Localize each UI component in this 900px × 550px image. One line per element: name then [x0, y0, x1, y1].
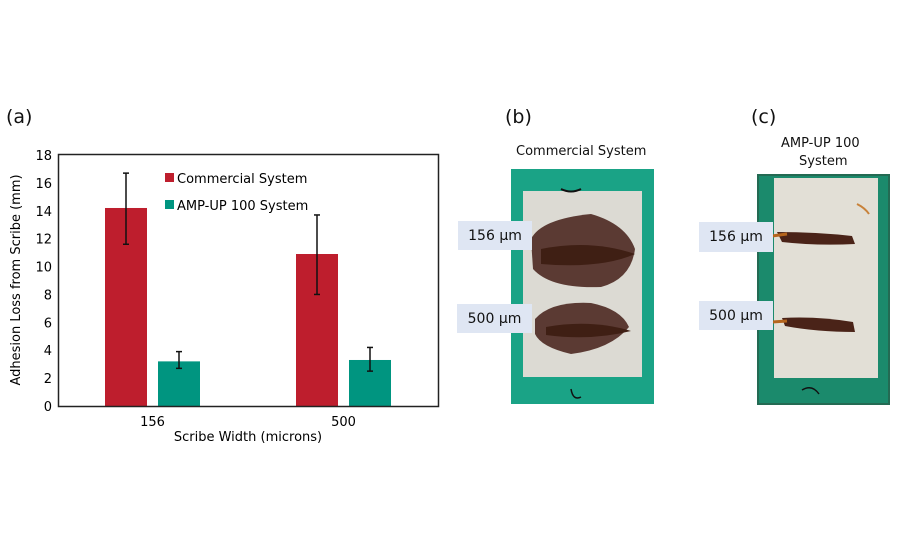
- y-axis-label: Adhesion Loss from Scribe (mm): [9, 174, 24, 385]
- legend-swatch-commercial: [165, 173, 174, 182]
- photo-b-label-156: 156 µm: [458, 221, 532, 250]
- x-tick-label: 500: [331, 415, 356, 430]
- photo-c-ampup-panel: [757, 174, 890, 405]
- y-tick-label: 4: [44, 344, 52, 359]
- legend-label-commercial: Commercial System: [177, 172, 307, 187]
- y-tick-label: 16: [35, 177, 52, 192]
- legend-swatch-ampup: [165, 200, 174, 209]
- y-tick-label: 18: [35, 149, 52, 164]
- legend-label-ampup: AMP-UP 100 System: [177, 199, 308, 214]
- photo-b-label-500: 500 µm: [457, 304, 532, 333]
- y-tick-label: 2: [44, 372, 52, 387]
- legend: Commercial System AMP-UP 100 System: [165, 172, 308, 214]
- photo-b-title: Commercial System: [516, 144, 647, 159]
- panel-label-a: (a): [6, 106, 33, 128]
- bar-chart: Adhesion Loss from Scribe (mm) Scribe Wi…: [9, 149, 440, 445]
- y-tick-label: 12: [35, 233, 52, 248]
- panel-label-c: (c): [751, 106, 777, 128]
- y-tick-label: 0: [44, 400, 52, 415]
- y-tick-label: 8: [44, 288, 52, 303]
- photo-c-title-line2: System: [799, 154, 848, 169]
- y-tick-label: 6: [44, 316, 52, 331]
- photo-c-label-500: 500 µm: [699, 301, 773, 330]
- photo-b-commercial-panel: [511, 169, 654, 404]
- panel-label-b: (b): [505, 106, 532, 128]
- y-tick-label: 14: [35, 205, 52, 220]
- x-tick-label: 156: [140, 415, 165, 430]
- x-axis-label: Scribe Width (microns): [174, 430, 322, 445]
- plot-frame: [57, 153, 440, 408]
- photo-c-label-156: 156 µm: [699, 222, 773, 252]
- y-tick-label: 10: [35, 261, 52, 276]
- photo-c-title-line1: AMP-UP 100: [781, 136, 860, 151]
